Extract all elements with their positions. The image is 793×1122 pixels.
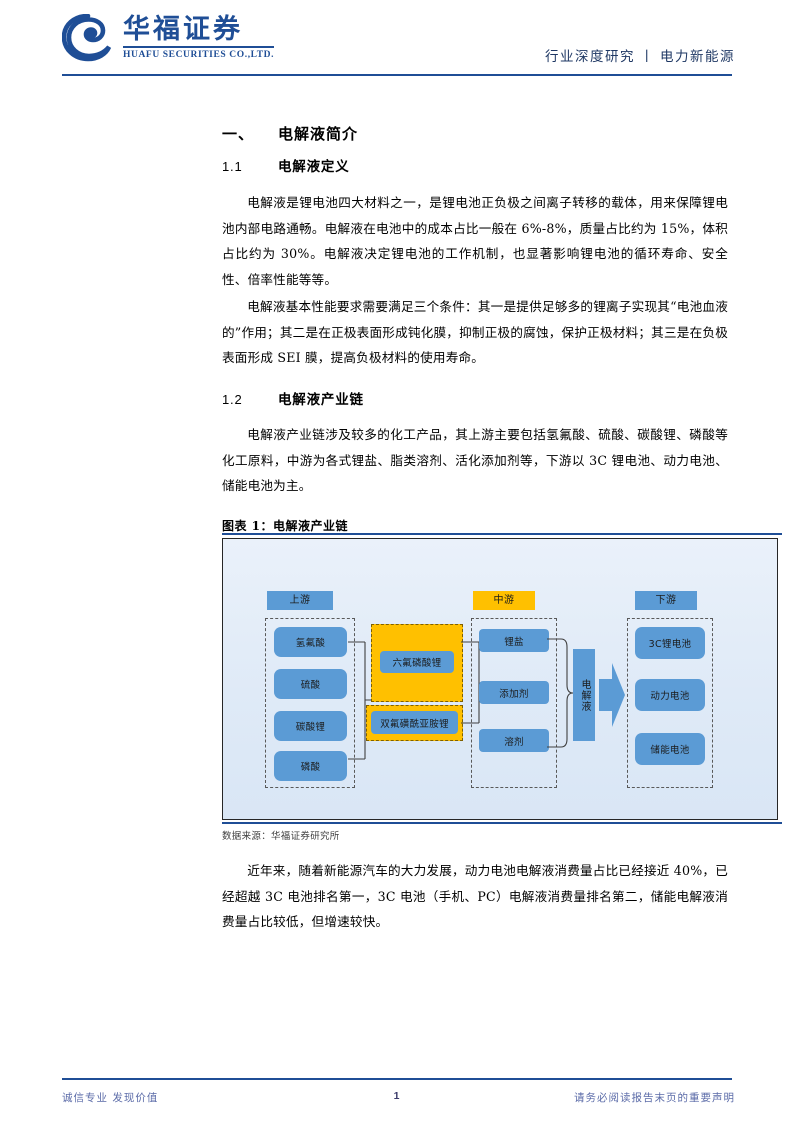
stage-label-upstream: 上游 xyxy=(267,591,333,610)
figure-caption: 图表 1：电解液产业链 xyxy=(222,519,349,533)
node-midstream-0: 锂盐 xyxy=(479,629,549,652)
node-midstream-highlight-0: 六氟磷酸锂 xyxy=(380,651,454,673)
page-header: 华福证券 HUAFU SECURITIES CO.,LTD. 行业深度研究丨电力… xyxy=(0,0,793,80)
footer-page-number: 1 xyxy=(393,1090,400,1102)
brand-name-cn: 华福证券 xyxy=(123,14,243,46)
footer-disclaimer: 请务必阅读报告末页的重要声明 xyxy=(574,1092,735,1104)
node-midstream-highlight-1: 双氟磺酰亚胺锂 xyxy=(371,711,458,734)
paragraph-2: 电解液基本性能要求需要满足三个条件：其一是提供足够多的锂离子实现其“电池血液的”… xyxy=(222,299,728,365)
figure-industry-chain: 上游 中游 下游 氢氟酸 硫酸 碳酸锂 磷酸 六氟磷酸锂 双氟磺酰亚胺锂 锂盐 … xyxy=(222,538,778,820)
node-upstream-2: 碳酸锂 xyxy=(274,711,347,741)
brand-name-en: HUAFU SECURITIES CO.,LTD. xyxy=(123,49,275,60)
node-downstream-0: 3C锂电池 xyxy=(635,627,705,659)
header-divider xyxy=(62,74,732,76)
upstream-group-border xyxy=(265,618,355,788)
brand-divider xyxy=(123,45,275,48)
header-separator: 丨 xyxy=(640,49,655,65)
heading-1-1-title: 电解液定义 xyxy=(278,159,350,175)
report-type-label: 行业深度研究 xyxy=(545,49,635,65)
stage-label-midstream: 中游 xyxy=(473,591,535,610)
heading-1-number: 一、 xyxy=(222,125,255,143)
figure-top-rule xyxy=(222,533,782,535)
sector-label: 电力新能源 xyxy=(660,49,735,65)
node-downstream-2: 储能电池 xyxy=(635,733,705,765)
heading-1-title: 电解液简介 xyxy=(278,125,359,143)
paragraph-1: 电解液是锂电池四大材料之一，是锂电池正负极之间离子转移的载体，用来保障锂电池内部… xyxy=(222,195,728,287)
heading-section-1: 一、 电解液简介 xyxy=(222,123,358,144)
node-upstream-1: 硫酸 xyxy=(274,669,347,699)
paragraph-3: 电解液产业链涉及较多的化工产品，其上游主要包括氢氟酸、硫酸、碳酸锂、磷酸等化工原… xyxy=(222,427,728,493)
node-product-electrolyte-label: 电解液 xyxy=(579,678,590,712)
heading-1-2-number: 1.2 xyxy=(222,392,243,407)
node-downstream-1: 动力电池 xyxy=(635,679,705,711)
paragraph-4: 近年来，随着新能源汽车的大力发展，动力电池电解液消费量占比已经接近 40%，已经… xyxy=(222,863,728,929)
heading-1-2-title: 电解液产业链 xyxy=(278,392,364,408)
stage-label-downstream: 下游 xyxy=(635,591,697,610)
arrow-to-downstream-icon xyxy=(599,663,625,727)
connector-upstream-to-midstream xyxy=(348,641,393,760)
footer-divider xyxy=(62,1078,732,1080)
heading-1-1-number: 1.1 xyxy=(222,159,243,174)
footer-slogan: 诚信专业 发现价值 xyxy=(62,1092,159,1104)
figure-bottom-rule xyxy=(222,822,782,824)
node-upstream-0: 氢氟酸 xyxy=(274,627,347,657)
header-report-label: 行业深度研究丨电力新能源 xyxy=(545,45,735,65)
brand-wordmark: 华福证券 HUAFU SECURITIES CO.,LTD. xyxy=(123,14,275,60)
node-product-electrolyte: 电解液 xyxy=(573,649,595,741)
node-upstream-3: 磷酸 xyxy=(274,751,347,781)
node-midstream-1: 添加剂 xyxy=(479,681,549,704)
brand-logo: 华福证券 HUAFU SECURITIES CO.,LTD. xyxy=(61,13,275,62)
node-midstream-2: 溶剂 xyxy=(479,729,549,752)
heading-section-1-1: 1.1 电解液定义 xyxy=(222,155,350,175)
heading-section-1-2: 1.2 电解液产业链 xyxy=(222,388,364,408)
figure-source-note: 数据来源：华福证券研究所 xyxy=(222,831,340,842)
downstream-group-border xyxy=(627,618,713,788)
huafu-spiral-logo-icon xyxy=(61,13,114,62)
midstream-group-border xyxy=(471,618,557,788)
